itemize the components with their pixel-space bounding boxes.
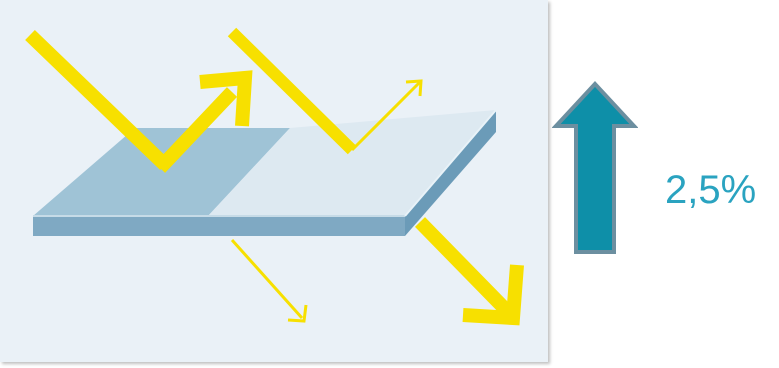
transmitted-ray-arrowhead [462,264,524,326]
incoming-light-ray-secondary [227,27,357,155]
arrow-up-icon [552,81,638,254]
reflected-light-ray-icon [154,87,238,173]
glass-front-edge [33,216,405,236]
glass-top-coated [33,128,290,216]
transmitted-light-ray-icon [414,217,514,317]
percentage-label: 2,5% [665,168,757,212]
glass-top-clear [208,110,496,216]
reflected-ray-arrowhead [199,70,253,127]
thin-reflected-ray [350,80,422,152]
glass-side-edge [405,110,496,236]
incoming-light-ray-icon [25,29,170,171]
thin-transmitted-arrowhead [287,304,308,323]
thin-transmitted-ray [230,238,304,320]
glass-pane-illustration [25,27,524,326]
thin-reflected-arrowhead [405,79,423,97]
glass-reflection-diagram [0,0,548,362]
